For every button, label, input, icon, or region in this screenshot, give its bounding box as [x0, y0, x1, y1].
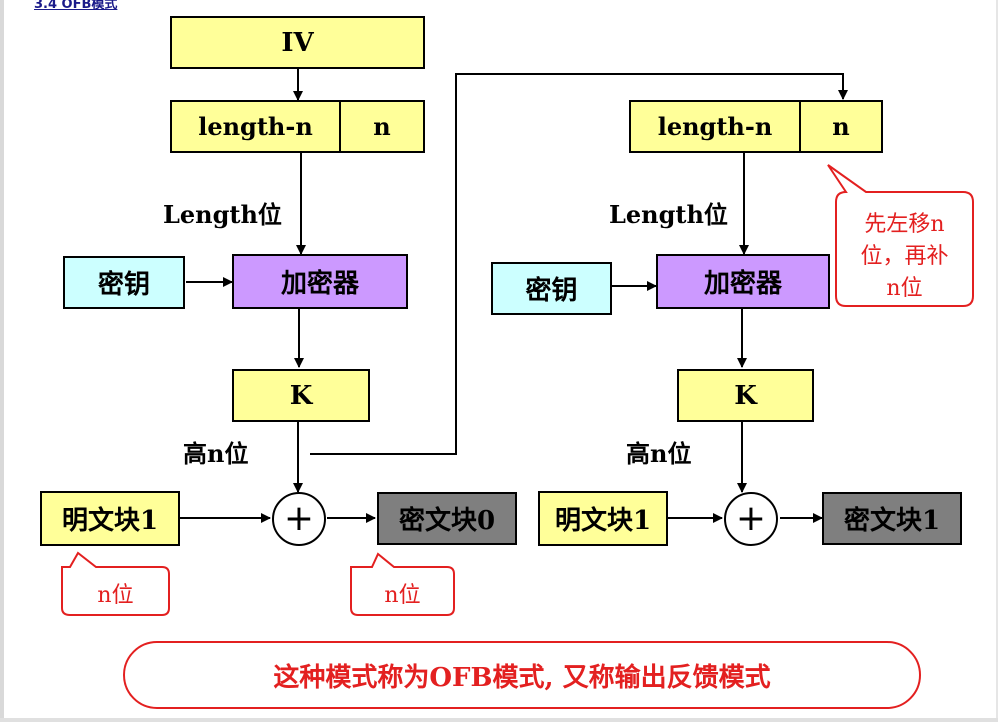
key-box-left: 密钥 — [63, 256, 185, 309]
xor-symbol-right: + — [735, 498, 767, 539]
plaintext-label-right: 明文块1 — [554, 506, 652, 536]
ciphertext-label-right: 密文块1 — [843, 506, 941, 536]
shift-register-right-n-label: n — [832, 112, 850, 141]
shift-register-left-n-label: n — [373, 112, 391, 141]
xor-symbol-left: + — [283, 498, 315, 539]
shift-register-left-n: n — [339, 100, 425, 153]
shift-register-right-label: length-n — [657, 112, 773, 141]
key-label-right: 密钥 — [525, 276, 578, 306]
ciphertext-box-left: 密文块0 — [377, 492, 517, 545]
plaintext-box-right: 明文块1 — [538, 491, 668, 546]
k-box-right: K — [677, 369, 814, 422]
xor-right: + — [724, 492, 778, 546]
right-border — [996, 0, 998, 722]
shift-register-left-label: length-n — [198, 112, 313, 141]
ciphertext-box-right: 密文块1 — [822, 492, 962, 545]
plaintext-label-left: 明文块1 — [61, 506, 159, 536]
ciphertext-label-left: 密文块0 — [398, 506, 496, 536]
callout-shift-line2: 位，再补 — [860, 244, 949, 269]
k-label-left: K — [289, 380, 313, 411]
bottom-border — [0, 718, 998, 722]
length-label-left: Length位 — [163, 200, 282, 229]
iv-box: IV — [170, 16, 425, 69]
shift-register-right-n: n — [799, 100, 883, 153]
k-box-left: K — [232, 369, 370, 422]
high-bits-label-left: 高n位 — [183, 439, 249, 468]
note-plain-bits: n位 — [97, 583, 134, 608]
length-label-right: Length位 — [609, 200, 728, 229]
section-link[interactable]: 3.4 OFB模式 — [34, 0, 118, 12]
plaintext-box-left: 明文块1 — [40, 491, 180, 546]
footer-caption: 这种模式称为OFB模式, 又称输出反馈模式 — [273, 663, 771, 693]
shift-register-right-part: length-n — [629, 100, 801, 153]
encryptor-box-left: 加密器 — [232, 254, 408, 309]
iv-label: IV — [281, 27, 314, 58]
key-label-left: 密钥 — [97, 270, 150, 300]
encryptor-label-right: 加密器 — [703, 269, 782, 299]
encryptor-label-left: 加密器 — [280, 269, 359, 299]
callout-shift-line1: 先左移n — [864, 212, 945, 237]
note-cipher-bits: n位 — [384, 583, 421, 608]
shift-register-left-part: length-n — [170, 100, 341, 153]
k-label-right: K — [734, 380, 757, 411]
high-bits-label-right: 高n位 — [626, 439, 692, 468]
callout-shift-line3: n位 — [886, 276, 923, 301]
encryptor-box-right: 加密器 — [656, 254, 830, 309]
xor-left: + — [272, 492, 326, 546]
key-box-right: 密钥 — [491, 262, 612, 315]
left-border — [0, 0, 4, 722]
